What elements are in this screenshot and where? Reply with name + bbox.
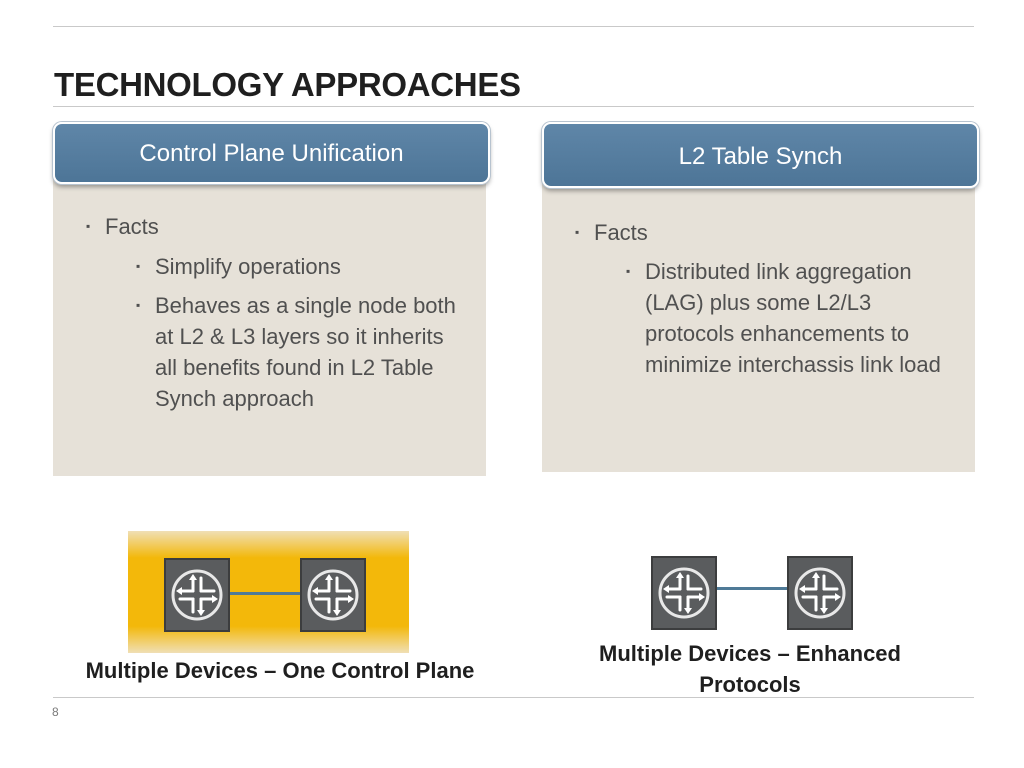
title-divider xyxy=(53,106,974,107)
left-diagram-caption: Multiple Devices – One Control Plane xyxy=(85,658,475,683)
square-bullet-icon: ▪ xyxy=(136,298,141,312)
device-link-line xyxy=(717,587,787,590)
left-bullet-facts: ▪ Facts xyxy=(86,211,286,242)
right-bullet-facts: ▪ Facts xyxy=(575,217,775,248)
router-icon xyxy=(300,558,366,632)
router-icon xyxy=(651,556,717,630)
device-link-line xyxy=(230,592,300,595)
right-card-panel xyxy=(542,170,975,472)
square-bullet-icon: ▪ xyxy=(575,225,580,239)
left-bullet-single-node: ▪ Behaves as a single node both at L2 & … xyxy=(136,290,466,414)
square-bullet-icon: ▪ xyxy=(136,259,141,273)
top-divider xyxy=(53,26,974,27)
left-card-panel xyxy=(53,168,486,476)
router-icon xyxy=(164,558,230,632)
router-icon xyxy=(787,556,853,630)
square-bullet-icon: ▪ xyxy=(86,219,91,233)
l2-table-synch-header: L2 Table Synch xyxy=(542,122,979,188)
control-plane-unification-header: Control Plane Unification xyxy=(53,122,490,184)
page-number: 8 xyxy=(52,705,59,719)
slide-title: TECHNOLOGY APPROACHES xyxy=(54,66,521,103)
right-bullet-distributed-lag: ▪ Distributed link aggregation (LAG) plu… xyxy=(626,256,956,380)
left-bullet-simplify: ▪ Simplify operations xyxy=(136,251,436,282)
bottom-divider xyxy=(53,697,974,698)
square-bullet-icon: ▪ xyxy=(626,264,631,278)
right-diagram-caption: Multiple Devices – Enhanced Protocols xyxy=(599,641,901,697)
